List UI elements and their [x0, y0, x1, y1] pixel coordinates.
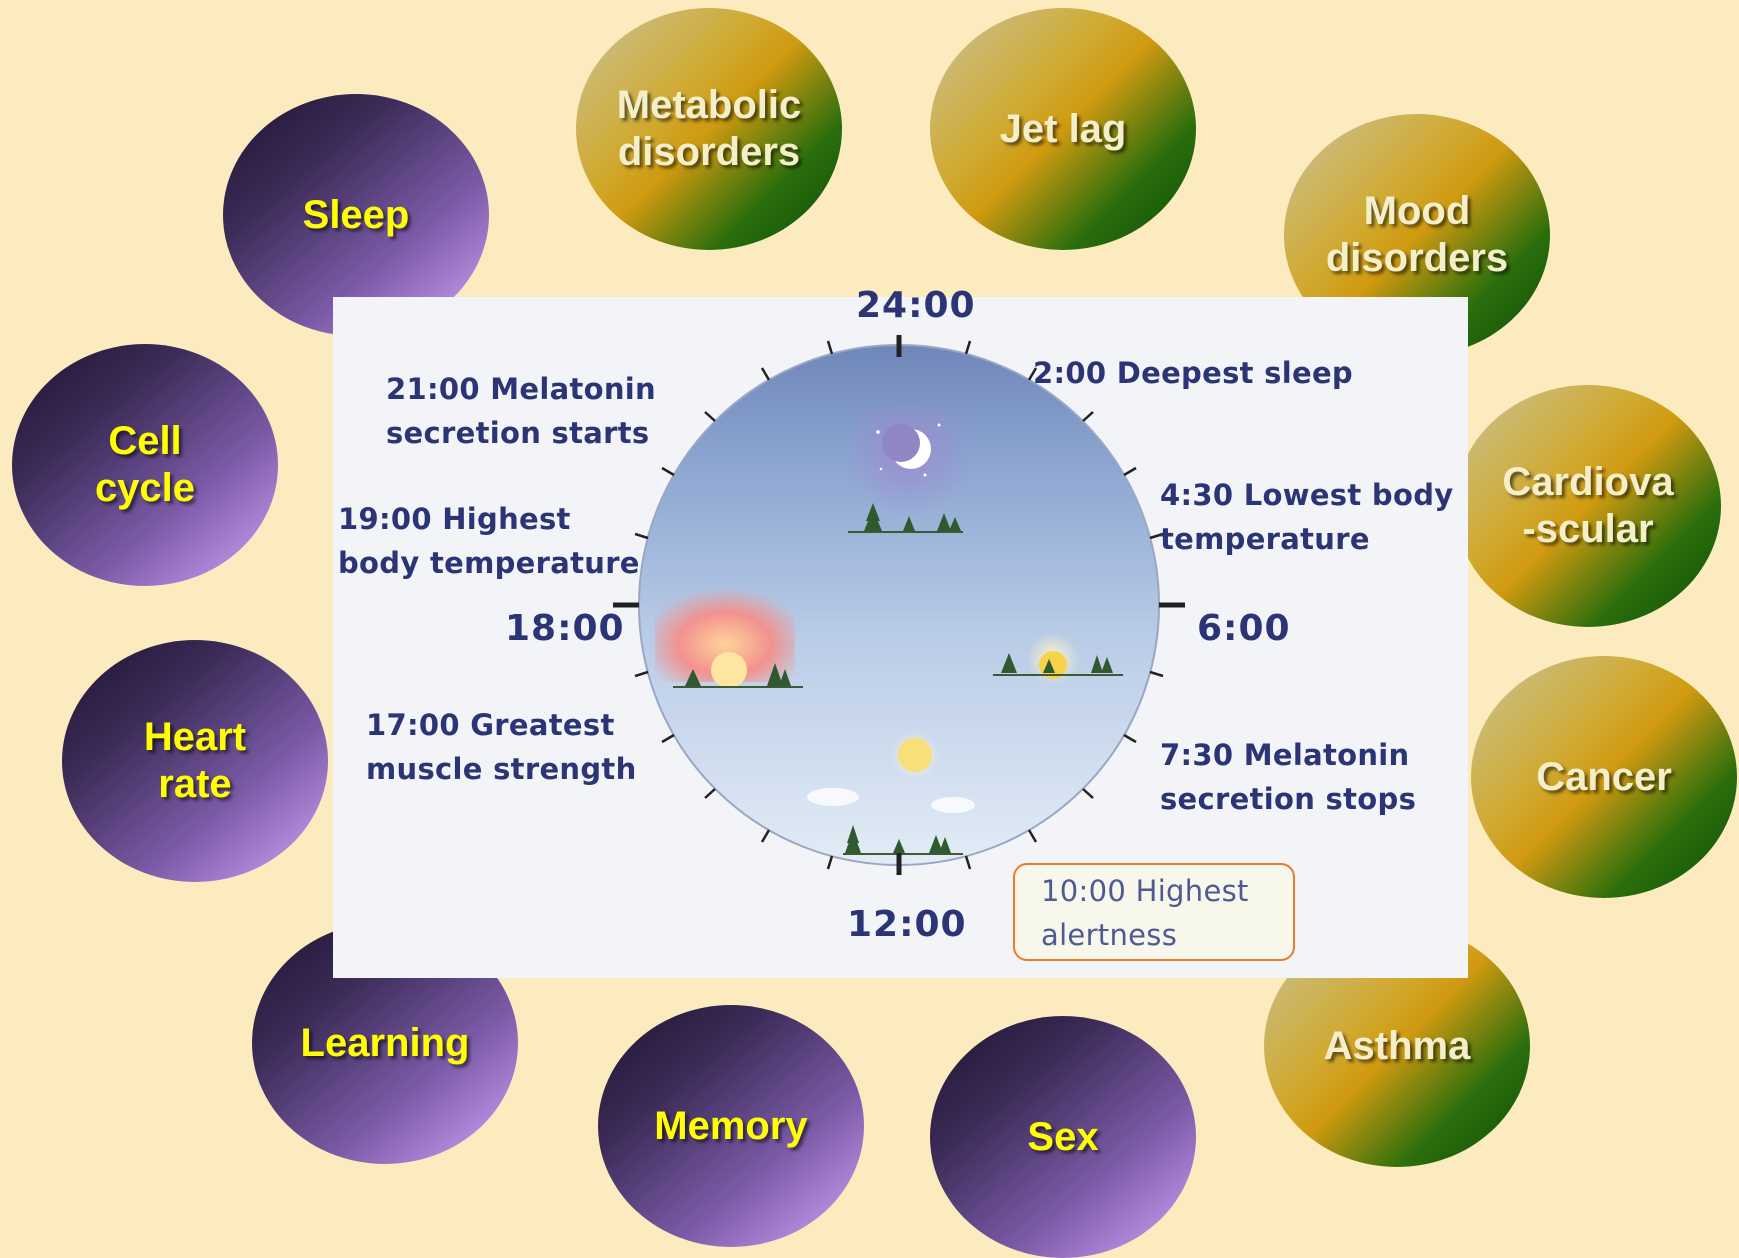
- annotation-muscle-strength: 17:00 Greatest muscle strength: [366, 708, 637, 787]
- bubble-label: Cancer: [1536, 754, 1672, 799]
- annotation-highest-body-temp: 19:00 Highest body temperature: [338, 502, 640, 581]
- clock-sky: [639, 345, 1159, 865]
- clock-face: [613, 335, 1185, 875]
- bubble-cell-cycle: Cell cycle: [12, 344, 278, 586]
- hour-label-24: 24:00: [856, 285, 976, 326]
- bubble-label: Memory: [654, 1103, 808, 1148]
- bubble-label: Sex: [1027, 1114, 1099, 1159]
- annotation-lowest-body-temp: 4:30 Lowest body temperature: [1160, 478, 1454, 557]
- bubble-label: Jet lag: [999, 106, 1127, 151]
- bubble-cancer: Cancer: [1471, 656, 1737, 898]
- bubble-memory: Memory: [598, 1005, 864, 1247]
- hour-label-12: 12:00: [847, 904, 967, 945]
- bubble-cardiovascular: Cardiova -scular: [1455, 385, 1721, 627]
- bubble-label: Learning: [300, 1020, 470, 1065]
- tree-icons: [685, 503, 1113, 853]
- sunset-icon: [673, 652, 803, 688]
- bubble-sleep: Sleep: [223, 94, 489, 336]
- bubble-metabolic-disorders: Metabolic disorders: [576, 8, 842, 250]
- moon-icon: [876, 423, 941, 477]
- annotation-melatonin-start: 21:00 Melatonin secretion starts: [386, 372, 656, 451]
- bubble-label: Asthma: [1323, 1023, 1471, 1068]
- bubble-label: Metabolic disorders: [616, 83, 802, 174]
- bubble-heart-rate: Heart rate: [62, 640, 328, 882]
- hour-label-6: 6:00: [1197, 608, 1291, 649]
- bubble-jet-lag: Jet lag: [930, 8, 1196, 250]
- circadian-clock-panel: 24:00 6:00 12:00 18:00 21:00 Melatonin s…: [333, 285, 1468, 978]
- bubble-label: Cell cycle: [94, 419, 196, 510]
- bubble-sex: Sex: [930, 1016, 1196, 1258]
- bubble-label: Heart rate: [143, 715, 247, 806]
- bubble-label: Cardiova -scular: [1502, 460, 1674, 551]
- bubble-label: Mood disorders: [1325, 189, 1509, 280]
- annotation-highest-alertness: 10:00 Highest alertness: [1041, 874, 1249, 953]
- annotation-melatonin-stop: 7:30 Melatonin secretion stops: [1160, 738, 1417, 817]
- noon-sun-icon: [807, 731, 975, 855]
- clock-ticks: [613, 335, 1185, 875]
- annotation-deepest-sleep: 2:00 Deepest sleep: [1033, 356, 1353, 390]
- annotation-highest-alertness-box: 10:00 Highest alertness: [1013, 863, 1295, 961]
- bubble-label: Sleep: [302, 192, 410, 237]
- hour-label-18: 18:00: [505, 608, 625, 649]
